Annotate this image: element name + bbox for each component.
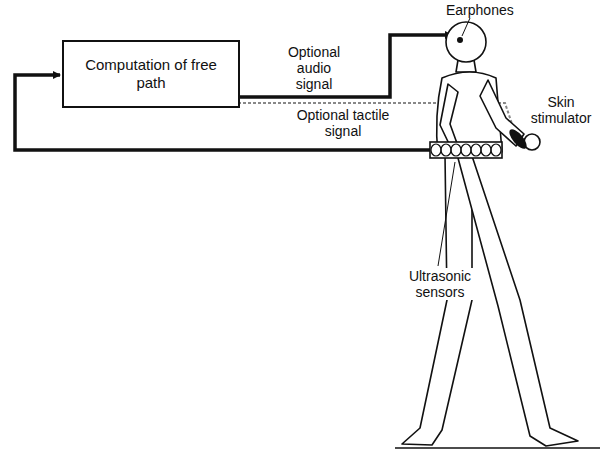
process-box: Computation of free path: [62, 40, 240, 108]
part-label: Earphones: [444, 2, 538, 18]
part-label: Skin stimulator: [524, 94, 598, 126]
box-text: Computation of free path: [66, 50, 236, 98]
skin-stimulator-symbol: [506, 127, 529, 152]
signal-label: Optional audio signal: [282, 44, 346, 92]
sensor-elements: [431, 144, 501, 156]
earphone-symbol: [457, 37, 463, 43]
person: [402, 22, 578, 446]
sensor-belt: [430, 142, 502, 158]
leader-line: [438, 162, 455, 266]
audio-signal-line: [218, 35, 452, 97]
ground-line: [395, 447, 600, 449]
signal-label: Optional tactile signal: [286, 107, 400, 139]
part-label: Ultrasonic sensors: [396, 268, 484, 300]
leader-line: [462, 18, 470, 36]
